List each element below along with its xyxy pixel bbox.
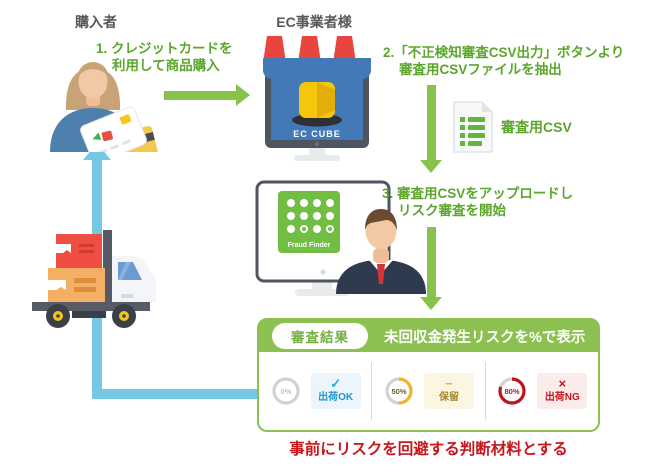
fraud-finder-monitor: Fraud Finder (255, 180, 391, 296)
csv-file-label: 審査用CSV (501, 119, 572, 135)
arrow-down-1-icon (420, 160, 442, 173)
status-label-hold: 保留 (438, 392, 459, 403)
minus-icon: − (445, 376, 453, 391)
result-panel: 審査結果 未回収金発生リスクを%で表示 0% ✓ 出荷OK (257, 318, 600, 432)
arrow-right-shaft (164, 91, 237, 100)
result-panel-header: 審査結果 未回収金発生リスクを%で表示 (259, 320, 598, 352)
buyer-avatar (50, 62, 159, 152)
flow-line-horizontal (92, 389, 266, 399)
arrow-down-2-shaft (427, 227, 436, 297)
status-chip-hold: − 保留 (423, 373, 474, 409)
cross-icon: × (558, 376, 567, 391)
result-panel-body: 0% ✓ 出荷OK 50% − 保留 (259, 352, 598, 430)
fraud-finder-logo (278, 191, 340, 253)
result-item-hold: 50% − 保留 (372, 373, 484, 409)
step-1-text: 1. クレジットカードを 利用して商品購入 (96, 41, 233, 73)
svg-text:0%: 0% (280, 387, 291, 396)
result-title: 未回収金発生リスクを%で表示 (384, 329, 586, 346)
arrow-down-2-icon (420, 297, 442, 310)
ec-cube-brand: EC CUBE (293, 129, 341, 139)
buyer-label: 購入者 (75, 14, 117, 30)
arrow-right-icon (236, 84, 250, 106)
gauge-ng-icon: 80% (498, 377, 526, 405)
ec-operator-label: EC事業者様 (276, 14, 352, 30)
result-badge: 審査結果 (272, 323, 368, 349)
step-3-text: 3. 審査用CSVをアップロードし リスク審査を開始 (382, 186, 574, 218)
credit-cards-icon (80, 106, 159, 152)
footer-note: 事前にリスクを回避する判断材料とする (289, 441, 568, 458)
svg-text:80%: 80% (505, 387, 520, 396)
status-label-ng: 出荷NG (544, 392, 580, 403)
check-icon: ✓ (330, 376, 342, 391)
arrow-down-1-shaft (427, 85, 436, 160)
result-item-ng: 80% × 出荷NG (486, 373, 598, 409)
fraud-finder-brand: Fraud Finder (288, 242, 331, 249)
csv-file-icon (453, 101, 493, 153)
status-chip-ok: ✓ 出荷OK (310, 373, 361, 409)
delivery-truck-icon (32, 230, 156, 328)
status-label-ok: 出荷OK (318, 392, 354, 403)
gauge-hold-icon: 50% (385, 377, 413, 405)
gauge-ok-icon: 0% (272, 377, 300, 405)
svg-text:50%: 50% (391, 387, 406, 396)
operator-avatar (336, 209, 426, 294)
step-2-text: 2.「不正検知審査CSV出力」ボタンより 審査用CSVファイルを抽出 (383, 45, 625, 77)
storefront-icon: EC CUBE (263, 36, 371, 161)
panel-divider-2 (484, 362, 486, 420)
status-chip-ng: × 出荷NG (537, 373, 588, 409)
result-item-ok: 0% ✓ 出荷OK (259, 373, 371, 409)
panel-divider-1 (371, 362, 373, 420)
